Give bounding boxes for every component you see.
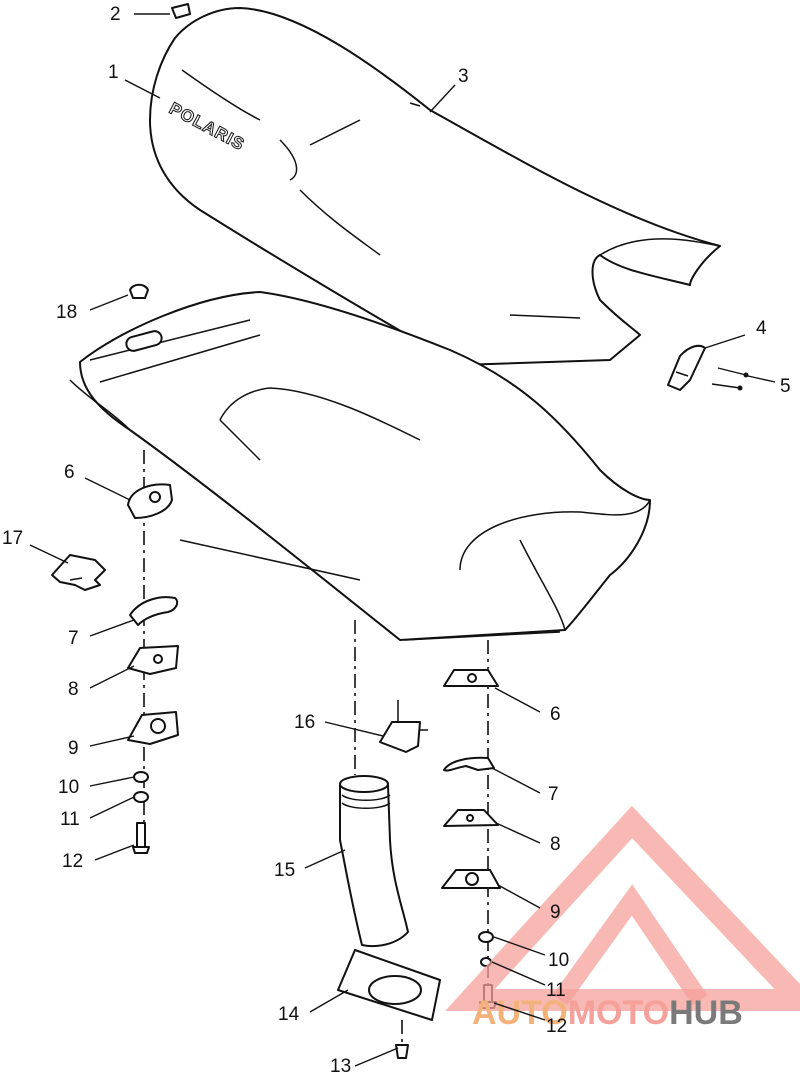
automotohub-watermark: AUTOMOTOHUB: [445, 805, 800, 1032]
callout-7-right: 7: [548, 784, 559, 805]
callout-16: 16: [294, 712, 315, 733]
callout-3: 3: [458, 66, 469, 87]
callout-17: 17: [2, 528, 23, 549]
callout-10-right: 10: [548, 950, 569, 971]
callout-leaders: [29, 13, 776, 1067]
callout-8-right: 8: [550, 834, 561, 855]
callout-10-left: 10: [58, 777, 79, 798]
callout-numbers: 2 1 3 18 4 5 6 17 7 8 9 10 11 12 16 15 1…: [2, 4, 791, 1076]
right-hardware-stack: [441, 640, 501, 1009]
callout-13: 13: [330, 1056, 351, 1076]
callout-5: 5: [780, 376, 791, 397]
callout-1: 1: [108, 62, 119, 83]
callout-11-right: 11: [546, 980, 566, 1001]
left-hardware-stack: [51, 450, 179, 854]
watermark-triangle: [445, 805, 800, 1011]
callout-2: 2: [110, 4, 121, 25]
center-parts: [337, 620, 441, 1059]
callout-11-left: 11: [60, 809, 80, 830]
callout-7-left: 7: [68, 628, 79, 649]
bracket-4: [667, 344, 706, 391]
callout-4: 4: [756, 318, 767, 339]
watermark-text: AUTOMOTOHUB: [472, 994, 743, 1032]
callout-18: 18: [56, 302, 77, 323]
callout-12-left: 12: [62, 851, 83, 872]
seat-base: [69, 291, 651, 641]
callout-15: 15: [274, 860, 295, 881]
callout-12-right: 12: [546, 1016, 567, 1037]
push-pin-18: [129, 283, 149, 299]
callout-14: 14: [278, 1004, 300, 1025]
callout-6-right: 6: [550, 704, 561, 725]
screws-5: [711, 367, 749, 391]
callout-8-left: 8: [68, 679, 79, 700]
seat-cover: POLARIS: [149, 7, 721, 366]
callout-9-right: 9: [550, 902, 561, 923]
callout-6-left: 6: [64, 462, 75, 483]
callout-9-left: 9: [68, 738, 79, 759]
clip-2: [171, 3, 191, 19]
